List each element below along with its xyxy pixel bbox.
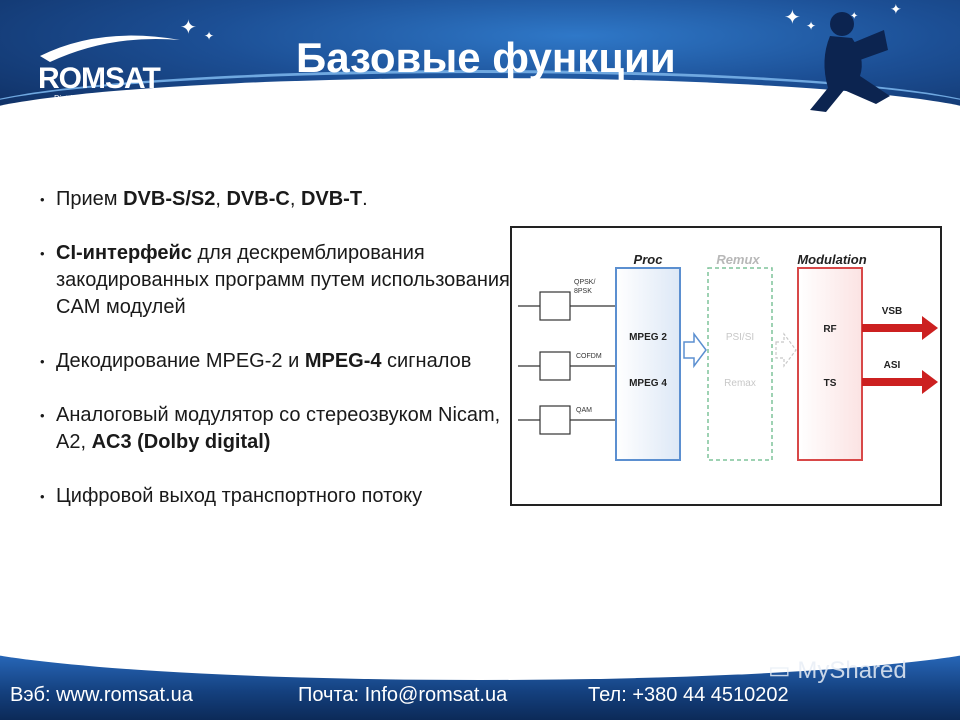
bullet-text: Декодирование MPEG-2 и — [56, 350, 305, 372]
romsat-logo: ROMSAT Distribution — [30, 26, 190, 106]
modulation-label: Modulation — [797, 252, 866, 267]
logo-swoosh-icon — [40, 35, 180, 62]
input-box — [539, 405, 571, 435]
bullet-text: AC3 (Dolby digital) — [91, 431, 271, 453]
diagram-canvas: Proc Remux Modulation QPSK/ 8PSK COFDM Q… — [518, 252, 938, 461]
bullet-text: DVB-C — [226, 188, 290, 210]
star-icon: ✦ — [180, 17, 197, 39]
header-banner: ✦ ✦ ✦ ✦ ✦ ✦ ROMSAT Distribution Базовые … — [0, 0, 960, 120]
input-box — [539, 291, 571, 321]
star-icon: ✦ — [850, 11, 859, 22]
bullet-text: DVB-S/S2 — [123, 188, 216, 210]
bullet-item: Декодирование MPEG-2 и MPEG-4 сигналов — [40, 348, 520, 375]
proc-label: Proc — [634, 252, 664, 267]
proc-block — [615, 267, 681, 461]
logo-subtext: Distribution — [54, 94, 95, 103]
input-label-qam: QAM — [576, 407, 592, 414]
page-title: Базовые функции — [296, 34, 676, 81]
mod-item-rf: RF — [823, 324, 836, 335]
reading-person-silhouette-icon — [810, 12, 890, 112]
watermark: ▭ MyShared — [768, 656, 907, 685]
output-arrow-asi-icon — [862, 370, 938, 394]
bullet-text: . — [362, 188, 368, 210]
bullet-text: DVB-T — [300, 188, 363, 210]
input-label-cofdm: COFDM — [576, 353, 602, 360]
remux-item-remax: Remax — [724, 378, 756, 389]
remux-to-mod-arrow-icon — [775, 332, 797, 368]
bullet-list: Прием DVB-S/S2, DVB-C, DVB-T. CI-интерфей… — [40, 186, 520, 537]
footer-banner — [0, 650, 960, 720]
watermark-text: MyShared — [797, 657, 907, 684]
output-arrow-vsb-icon — [862, 316, 938, 340]
proc-to-remux-arrow-icon — [683, 331, 707, 369]
footer-phone: Тел: +380 44 4510202 — [588, 684, 789, 706]
input-box — [539, 351, 571, 381]
bullet-text: Аналоговый модулятор со стереозвуком Nic… — [56, 404, 501, 453]
star-icon: ✦ — [204, 29, 215, 43]
bullet-text: для дескремблирования закодированных про… — [56, 242, 510, 318]
remux-item-psisi: PSI/SI — [726, 332, 754, 343]
star-icon: ✦ — [890, 1, 902, 17]
proc-item-mpeg4: MPEG 4 — [629, 378, 667, 389]
modulation-block — [797, 267, 863, 461]
logo-text: ROMSAT — [38, 62, 161, 95]
input-label-line: QPSK/ — [574, 279, 595, 286]
bullet-item: CI-интерфейс для дескремблирования закод… — [40, 240, 520, 321]
bullet-item: Аналоговый модулятор со стереозвуком Nic… — [40, 402, 520, 456]
proc-item-mpeg2: MPEG 2 — [629, 332, 667, 343]
bullet-item: Цифровой выход транспортного потоку — [40, 483, 520, 510]
bullet-text: Цифровой выход транспортного потоку — [56, 485, 423, 507]
bullet-text: , — [215, 188, 227, 210]
input-label-line: 8PSK — [574, 288, 592, 295]
header-wave-line — [0, 70, 960, 120]
watermark-presentation-icon: ▭ — [768, 657, 791, 684]
remux-label: Remux — [716, 252, 760, 267]
star-icon: ✦ — [806, 19, 817, 33]
output-label-vsb: VSB — [882, 306, 903, 317]
bullet-text: Прием — [56, 188, 124, 210]
bullet-text: MPEG-4 — [304, 350, 382, 372]
footer-web-link[interactable]: Вэб: www.romsat.ua — [10, 684, 193, 706]
bullet-text: , — [289, 188, 301, 210]
block-diagram: Proc Remux Modulation QPSK/ 8PSK COFDM Q… — [510, 226, 942, 506]
bullet-text: CI-интерфейс — [56, 242, 192, 264]
output-label-asi: ASI — [884, 360, 901, 371]
remux-block — [707, 267, 773, 461]
bullet-text: сигналов — [381, 350, 472, 372]
bullet-item: Прием DVB-S/S2, DVB-C, DVB-T. — [40, 186, 520, 213]
input-label-qpsk: QPSK/ 8PSK — [574, 279, 597, 295]
footer-mail-link[interactable]: Почта: Info@romsat.ua — [298, 684, 508, 706]
mod-item-ts: TS — [824, 378, 837, 389]
star-icon: ✦ — [784, 7, 801, 29]
